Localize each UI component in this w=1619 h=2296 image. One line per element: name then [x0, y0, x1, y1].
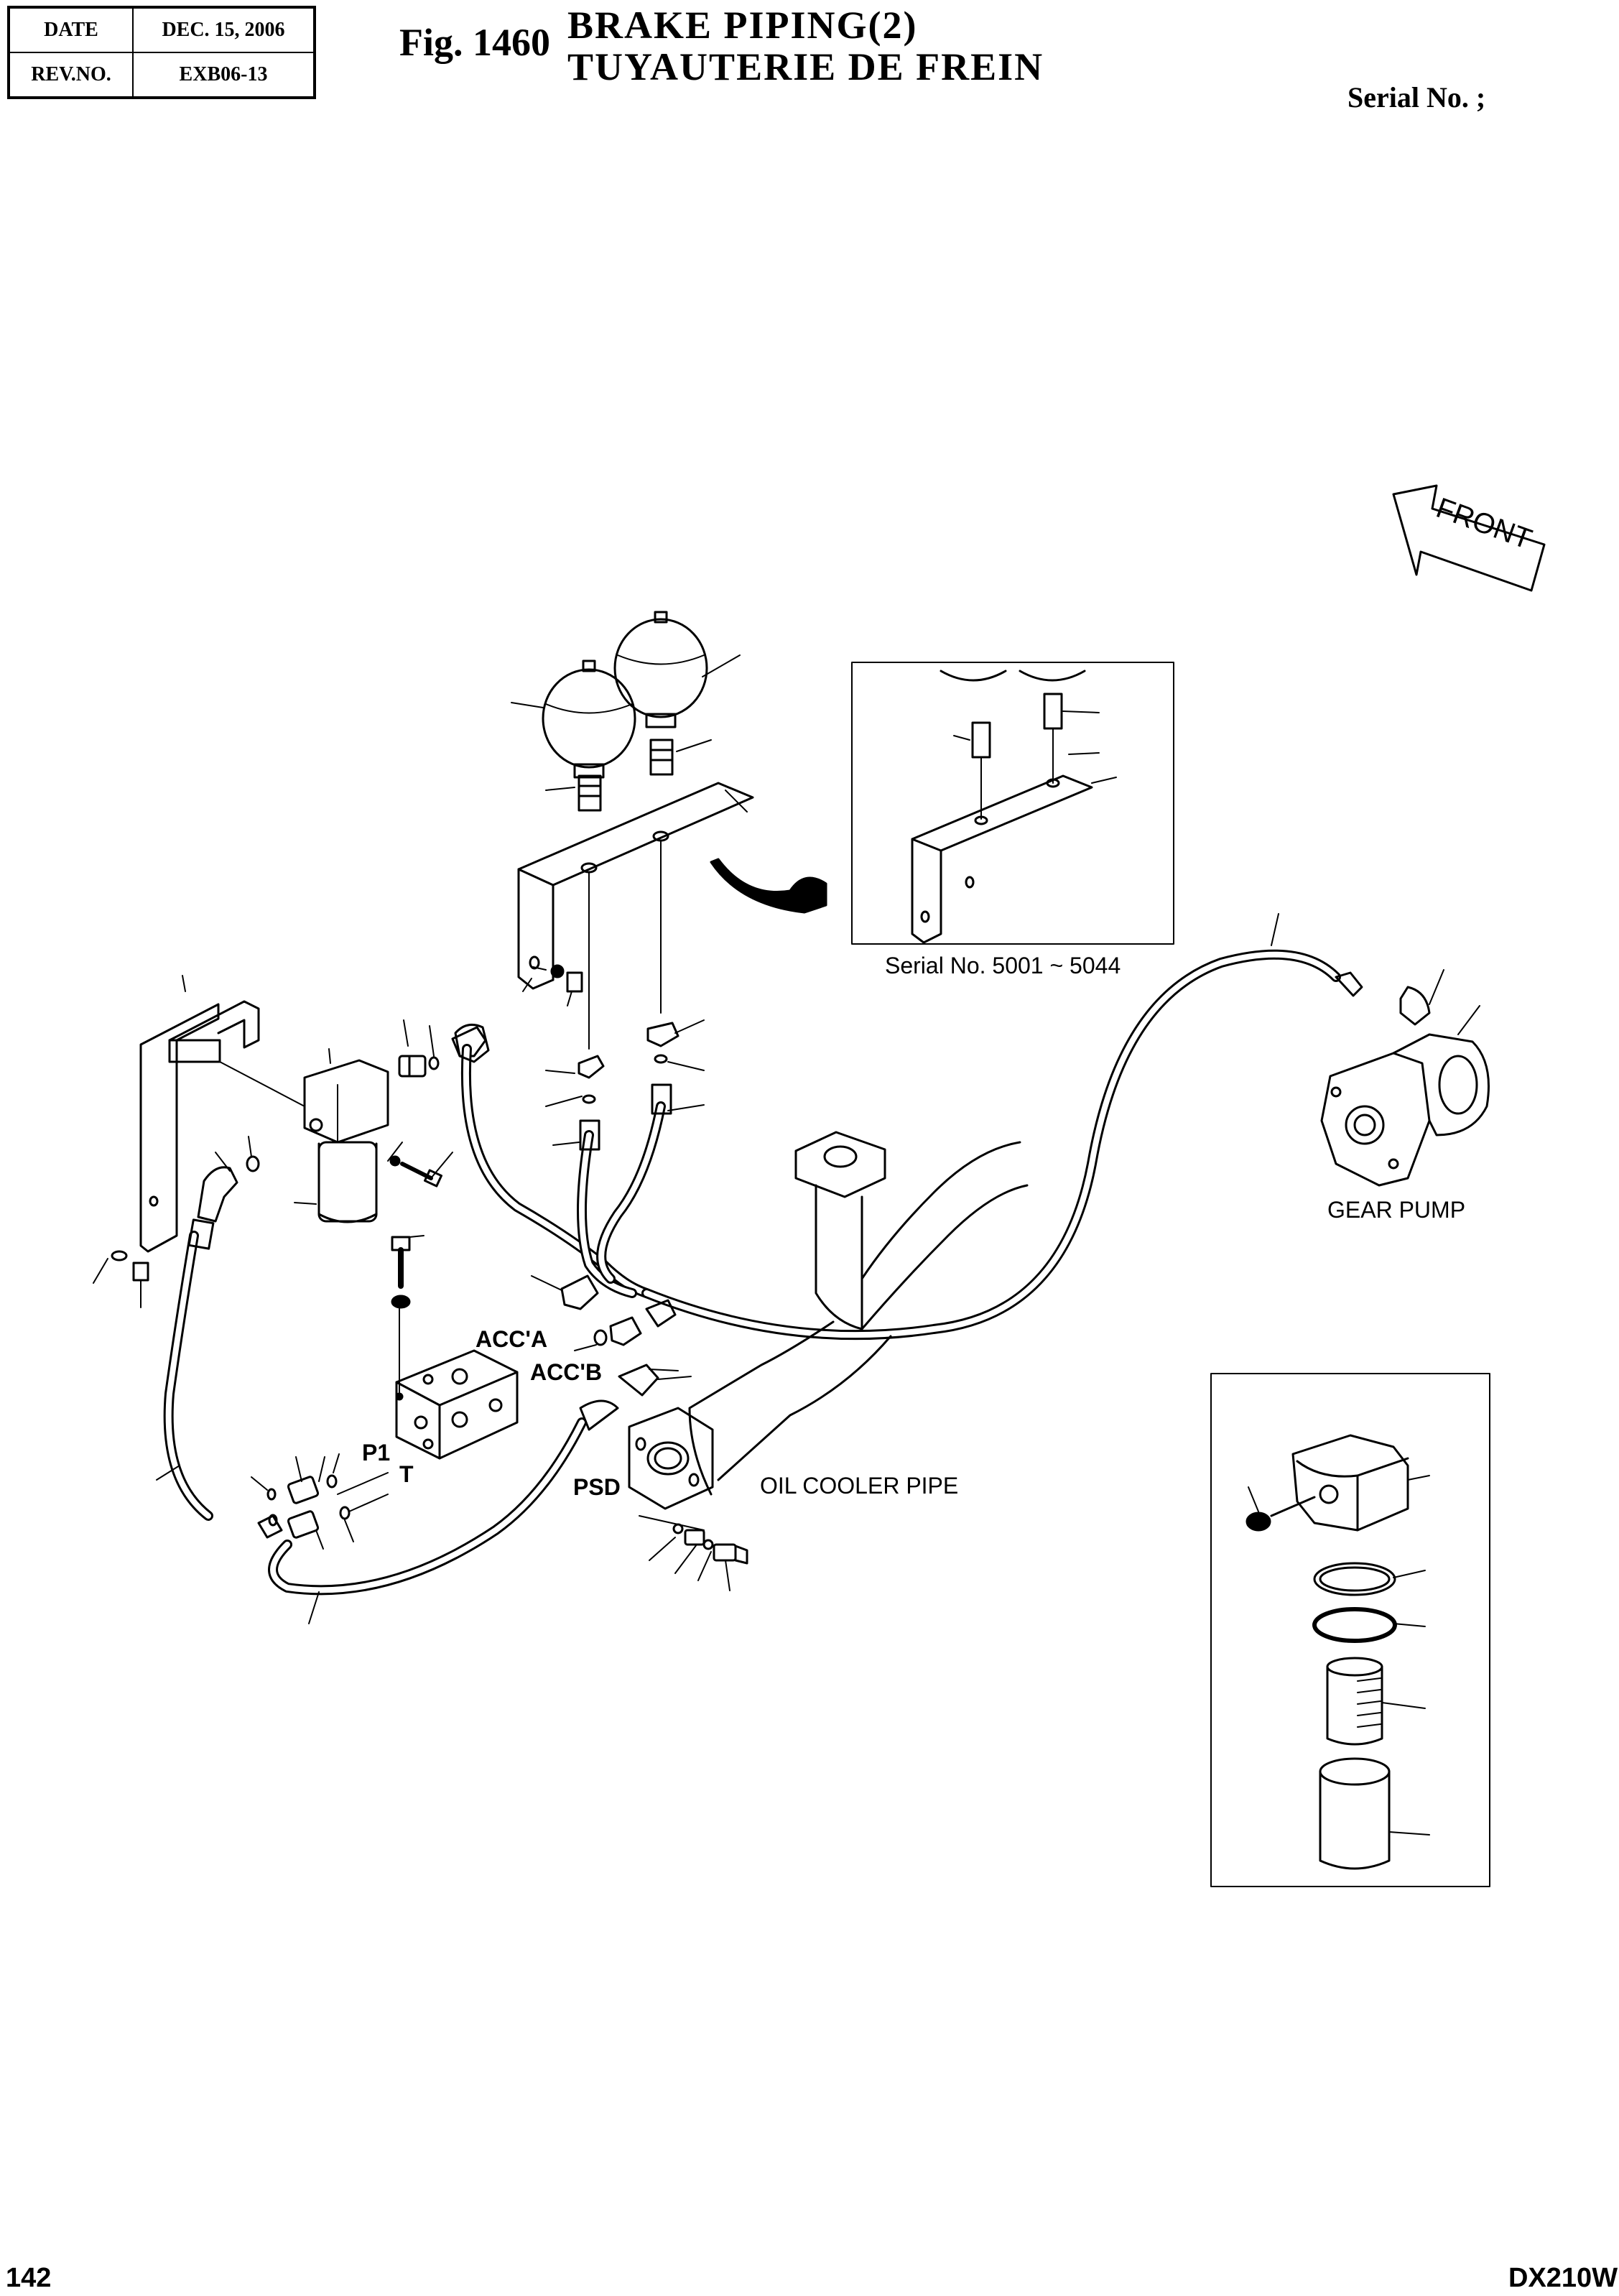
- elbow-fitting-left: [197, 1136, 260, 1223]
- filter-bolt: [387, 1142, 453, 1188]
- title-english: BRAKE PIPING(2): [567, 4, 918, 47]
- rev-value: EXB06-13: [132, 52, 315, 98]
- acc-a-port-label: ACC'A: [476, 1326, 548, 1352]
- revision-table: DATE DEC. 15, 2006 REV.NO. EXB06-13: [7, 6, 316, 99]
- front-arrow-icon: FRONT: [1392, 484, 1546, 592]
- psd-sensor-fittings: [639, 1515, 748, 1591]
- inset-box-serial-variant: [851, 662, 1174, 945]
- left-bracket-bolt: [93, 1250, 149, 1308]
- swoop-arrow-icon: [710, 858, 827, 914]
- gear-pump: [1320, 969, 1490, 1187]
- hose-to-gear-pump: [641, 913, 1341, 1341]
- filter-detail-box: [1210, 1373, 1490, 1887]
- gear-pump-label: GEAR PUMP: [1327, 1197, 1466, 1223]
- filter-outlet-fittings: [398, 1019, 487, 1078]
- hose-filter-to-valve: [156, 1218, 215, 1521]
- inset-serial-label: Serial No. 5001 ~ 5044: [885, 953, 1121, 978]
- page-number: 142: [6, 2263, 52, 2293]
- accumulator-left: [542, 659, 636, 779]
- line-filter: [219, 1048, 389, 1223]
- serial-number: Serial No. ;: [1347, 81, 1486, 114]
- left-mounting-bracket: [139, 975, 260, 1253]
- front-label: FRONT: [1432, 492, 1536, 555]
- date-value: DEC. 15, 2006: [132, 6, 315, 53]
- t-port-label: T: [399, 1461, 414, 1487]
- adapter-right: [649, 739, 712, 776]
- hose-accumulator-right: [577, 1101, 666, 1298]
- rev-label: REV.NO.: [8, 52, 134, 98]
- model-code: DX210W: [1508, 2263, 1618, 2293]
- figure-number: Fig. 1460: [399, 21, 550, 64]
- accumulator-right: [613, 611, 708, 728]
- valve-port-fittings: [531, 1274, 692, 1431]
- hose-accumulator-left: [460, 1044, 651, 1298]
- oil-cooler-pipe: [628, 1131, 1029, 1510]
- date-label: DATE: [8, 6, 134, 53]
- oil-cooler-pipe-label: OIL COOLER PIPE: [760, 1473, 959, 1499]
- valve-bolt: [391, 1235, 425, 1309]
- title-french: TUYAUTERIE DE FREIN: [567, 45, 1044, 88]
- bracket-bolt: [522, 964, 583, 1006]
- accumulator-bracket: [517, 782, 754, 990]
- accumulator-line-fittings: [454, 1019, 705, 1151]
- hose-valve-lower: [268, 1417, 587, 1624]
- acc-b-port-label: ACC'B: [530, 1359, 603, 1385]
- p1-port-label: P1: [362, 1440, 391, 1466]
- psd-port-label: PSD: [573, 1474, 621, 1500]
- brake-valve-block: [395, 1301, 519, 1460]
- valve-left-fittings: [251, 1453, 389, 1550]
- adapter-left: [545, 774, 602, 812]
